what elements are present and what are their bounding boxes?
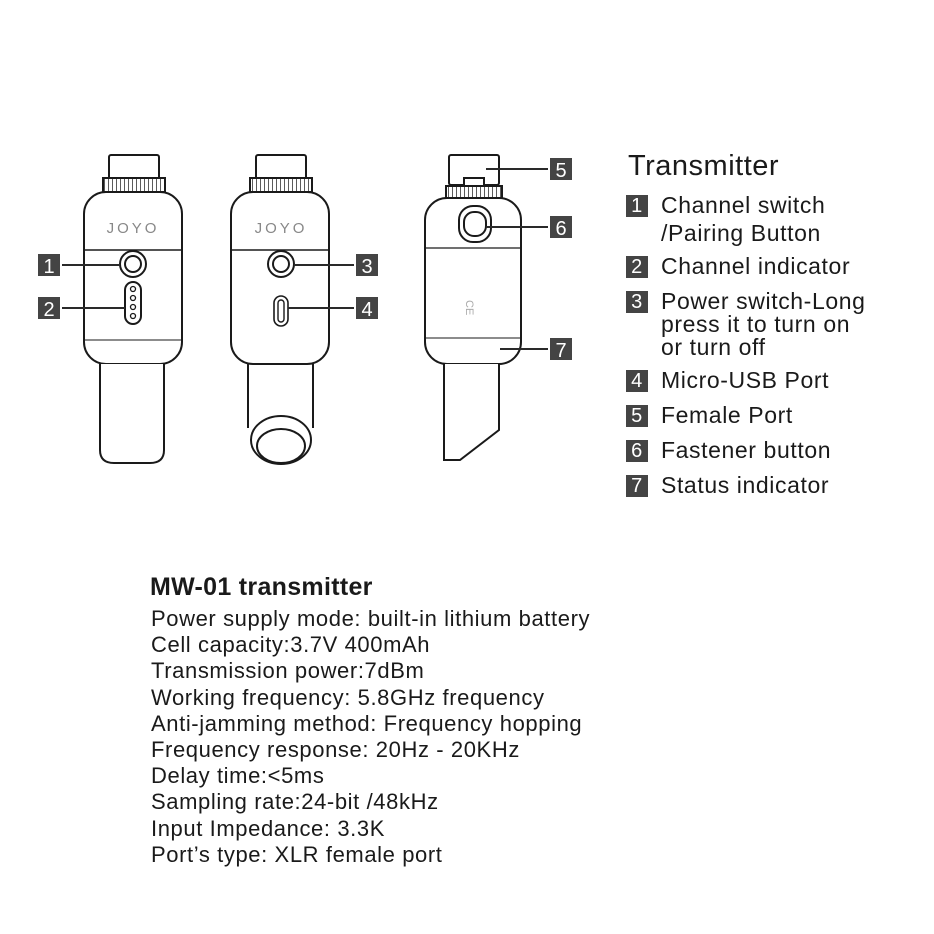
legend-label: Female Port <box>661 402 793 428</box>
legend-item: 2 Channel indicator <box>626 255 926 278</box>
spec-line: Power supply mode: built-in lithium batt… <box>151 606 591 631</box>
legend-number: 4 <box>626 370 648 392</box>
callout-number: 2 <box>43 299 54 321</box>
callout-number: 5 <box>555 160 566 182</box>
spec-line: Port’s type: XLR female port <box>151 841 443 867</box>
spec-line: Working frequency: 5.8GHz frequency <box>151 684 545 710</box>
callout-number: 1 <box>43 256 54 278</box>
legend-number: 5 <box>626 405 648 427</box>
legend-number: 6 <box>626 440 648 462</box>
transmitter-side-view: JOYO <box>230 154 330 465</box>
callout-6: 6 <box>550 216 572 240</box>
legend-number: 2 <box>626 256 648 278</box>
callout-number: 7 <box>555 340 566 362</box>
legend-label: Micro-USB Port <box>661 367 830 393</box>
transmitter-front-view: JOYO <box>83 154 183 464</box>
callout-7: 7 <box>550 338 572 362</box>
legend-label: Power switch-Long press it to turn on or… <box>661 288 866 360</box>
specifications: MW-01 transmitter Power supply mode: bui… <box>150 572 590 868</box>
legend-number: 1 <box>626 195 648 217</box>
callout-3: 3 <box>356 254 378 278</box>
transmitter-diagram: JOYO JOYO <box>38 154 572 465</box>
legend-label: Status indicator <box>661 472 830 498</box>
spec-line: Delay time:<5ms <box>151 763 325 789</box>
specs-title: MW-01 transmitter <box>150 573 373 601</box>
legend-item: 4 Micro-USB Port <box>626 369 926 392</box>
callout-2: 2 <box>38 297 60 321</box>
legend-label: Fastener button <box>661 437 832 463</box>
brand-logo-2: JOYO <box>255 220 308 237</box>
legend-item: 7 Status indicator <box>626 474 926 497</box>
callout-5: 5 <box>550 158 572 182</box>
legend-label: Channel switch /Pairing Button <box>661 192 826 246</box>
transmitter-back-view: CE <box>424 154 522 461</box>
callout-4: 4 <box>356 297 378 321</box>
legend-label: Channel indicator <box>661 253 851 279</box>
callout-number: 4 <box>361 299 372 321</box>
spec-line: Sampling rate:24-bit /48kHz <box>151 789 439 815</box>
callout-1: 1 <box>38 254 60 278</box>
legend-item: 1 Channel switch /Pairing Button <box>626 192 926 247</box>
legend-item: 3 Power switch-Long press it to turn on … <box>626 290 926 359</box>
spec-line: Transmission power:7dBm <box>151 658 425 684</box>
svg-text:CE: CE <box>463 300 475 315</box>
spec-line: Anti-jamming method: Frequency hopping <box>151 710 583 736</box>
spec-line: Input Impedance: 3.3K <box>151 815 385 841</box>
brand-logo: JOYO <box>107 220 160 237</box>
legend: Transmitter 1 Channel switch /Pairing Bu… <box>626 148 926 497</box>
legend-number: 7 <box>626 475 648 497</box>
leader-lines <box>62 168 548 350</box>
legend-title: Transmitter <box>628 150 780 182</box>
legend-number: 3 <box>626 291 648 313</box>
legend-item: 5 Female Port <box>626 404 926 427</box>
callout-number: 3 <box>361 256 372 278</box>
legend-item: 6 Fastener button <box>626 439 926 462</box>
spec-line: Frequency response: 20Hz - 20KHz <box>151 737 520 763</box>
spec-line: Cell capacity:3.7V 400mAh <box>151 632 431 658</box>
callout-number: 6 <box>555 218 566 240</box>
